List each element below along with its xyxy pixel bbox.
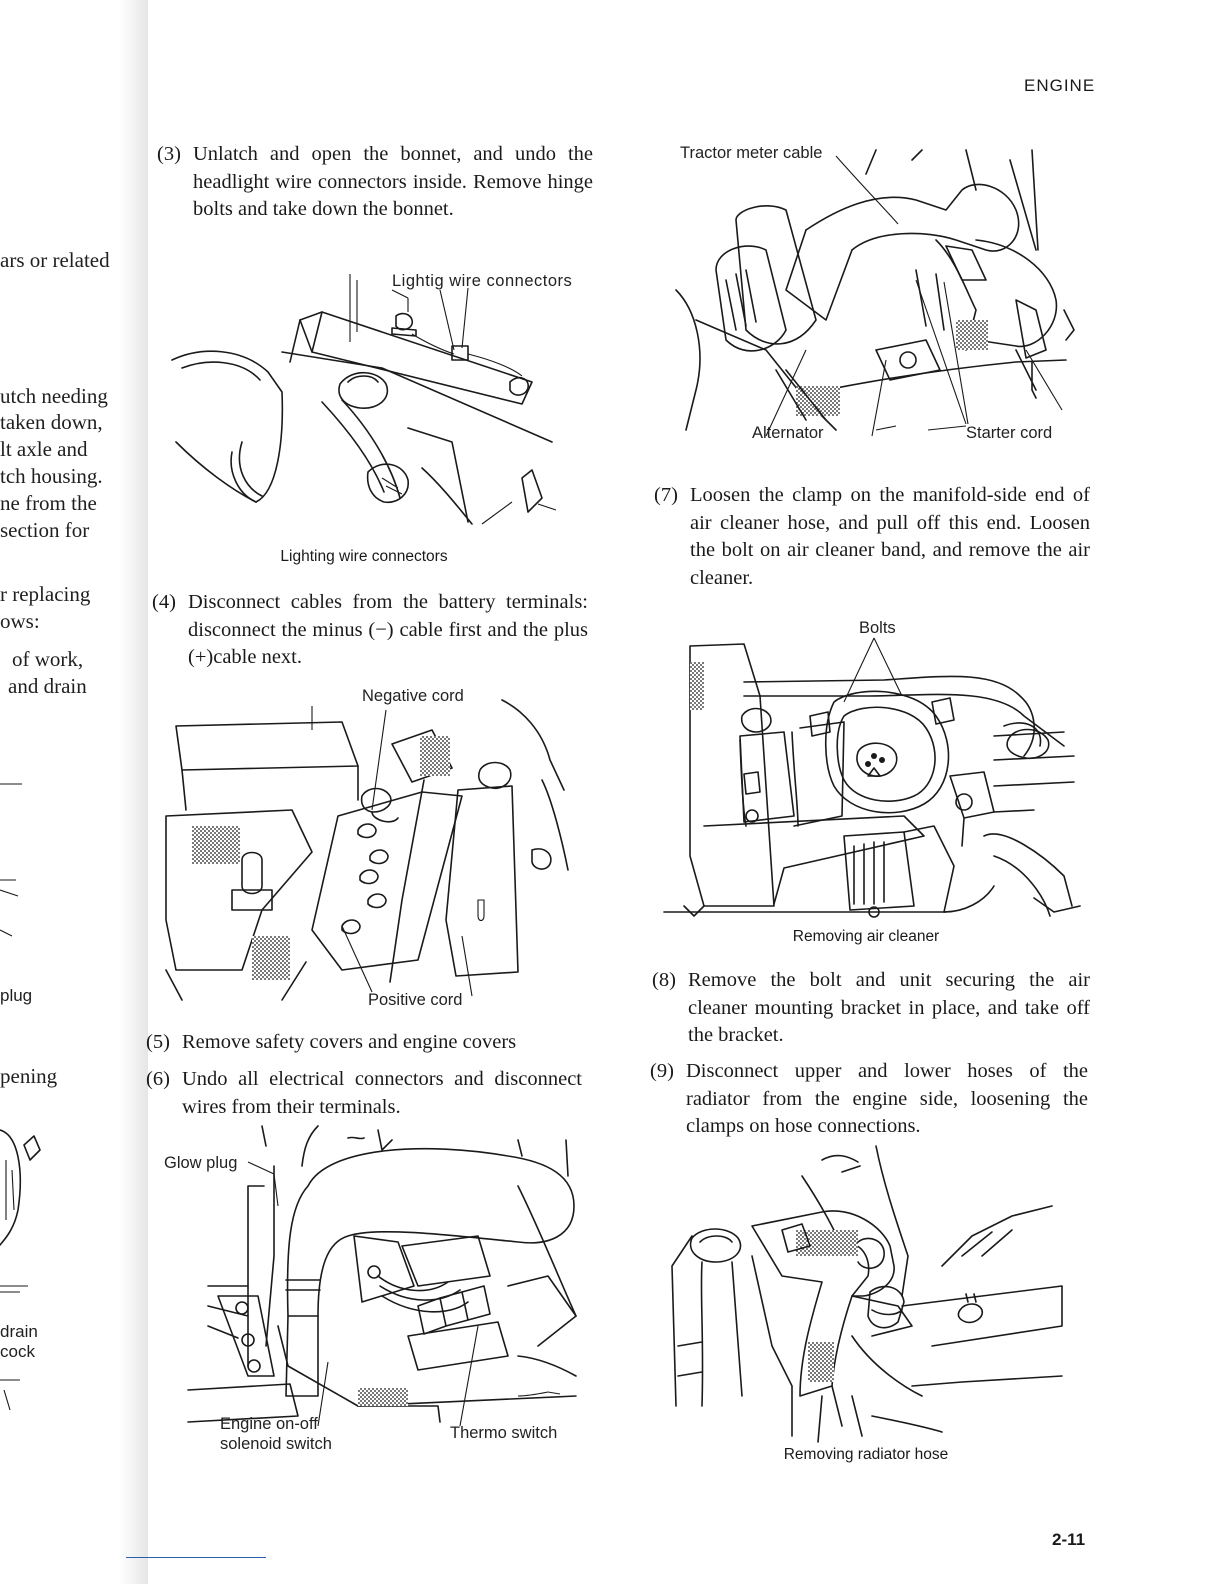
step-text: Remove safety covers and engine covers xyxy=(182,1031,517,1053)
figure-air-cleaner xyxy=(664,636,1080,922)
callout-bolts: Bolts xyxy=(859,619,896,637)
step-number: (8) xyxy=(652,969,676,991)
step-8: (8) Remove the bolt and unit securing th… xyxy=(652,967,1090,1050)
fragment-line: ne from the xyxy=(0,491,97,515)
step-3: (3) Unlatch and open the bonnet, and und… xyxy=(157,141,593,224)
callout-starter-cord: Starter cord xyxy=(966,424,1053,442)
step-text: Undo all electrical connectors and disco… xyxy=(182,1068,582,1118)
callout-solenoid-line-2: solenoid switch xyxy=(220,1435,332,1453)
step-number: (5) xyxy=(146,1031,170,1053)
step-number: (4) xyxy=(152,591,176,613)
step-text: Disconnect upper and lower hoses of the … xyxy=(686,1060,1088,1137)
step-5: (5) Remove safety covers and engine cove… xyxy=(146,1029,586,1057)
facing-page-fragment: ars or related utch needing taken down, … xyxy=(0,0,148,1584)
callout-thermo-switch: Thermo switch xyxy=(450,1424,558,1442)
caption-radiator-hose: Removing radiator hose xyxy=(783,1446,949,1463)
step-number: (6) xyxy=(146,1068,170,1090)
fragment-line: ows: xyxy=(0,609,40,633)
step-4: (4) Disconnect cables from the battery t… xyxy=(152,589,588,672)
fragment-line: drain xyxy=(0,1322,38,1341)
step-text: Loosen the clamp on the manifold-side en… xyxy=(690,484,1090,589)
step-6: (6) Undo all electrical connectors and d… xyxy=(146,1066,582,1121)
fragment-line: lt axle and xyxy=(0,437,88,461)
section-header: ENGINE xyxy=(1024,76,1096,95)
step-text: Unlatch and open the bonnet, and undo th… xyxy=(193,143,593,220)
bottom-rule xyxy=(126,1557,266,1558)
figure-battery-terminals xyxy=(162,700,570,1000)
fragment-line: of work, xyxy=(12,647,84,671)
callout-positive-cord: Positive cord xyxy=(368,991,463,1009)
fragment-line: pening xyxy=(0,1064,58,1088)
fragment-line: taken down, xyxy=(0,410,103,434)
figure-glow-plug-wiring xyxy=(178,1126,578,1426)
step-number: (9) xyxy=(650,1060,674,1082)
callout-lighting-wire: Lightig wire connectors xyxy=(392,272,573,290)
figure-bonnet-connectors xyxy=(172,272,572,542)
caption-air-cleaner: Removing air cleaner xyxy=(792,928,940,945)
caption-lighting-wire: Lighting wire connectors xyxy=(280,548,448,565)
page-gutter xyxy=(118,0,148,1584)
step-9: (9) Disconnect upper and lower hoses of … xyxy=(650,1058,1088,1141)
step-text: Remove the bolt and unit securing the ai… xyxy=(688,969,1090,1046)
figure-alternator-starter xyxy=(676,150,1076,434)
step-number: (7) xyxy=(654,484,678,506)
fragment-line: ars or related xyxy=(0,248,110,272)
fragment-line: plug xyxy=(0,986,33,1005)
fragment-drawing xyxy=(0,740,40,1440)
fragment-line: r replacing xyxy=(0,582,91,606)
fragment-line: tch housing. xyxy=(0,464,103,488)
callout-glow-plug: Glow plug xyxy=(164,1154,238,1172)
step-7: (7) Loosen the clamp on the manifold-sid… xyxy=(654,482,1090,592)
step-number: (3) xyxy=(157,143,181,165)
fragment-line: cock xyxy=(0,1342,35,1361)
fragment-line: section for xyxy=(0,518,90,542)
callout-negative-cord: Negative cord xyxy=(362,687,464,705)
page-number: 2-11 xyxy=(1052,1530,1086,1549)
figure-radiator-hose xyxy=(672,1146,1064,1442)
fragment-line: and drain xyxy=(8,674,87,698)
callout-tractor-meter-cable: Tractor meter cable xyxy=(680,144,823,162)
fragment-line: utch needing xyxy=(0,384,108,408)
step-text: Disconnect cables from the battery termi… xyxy=(188,591,588,668)
